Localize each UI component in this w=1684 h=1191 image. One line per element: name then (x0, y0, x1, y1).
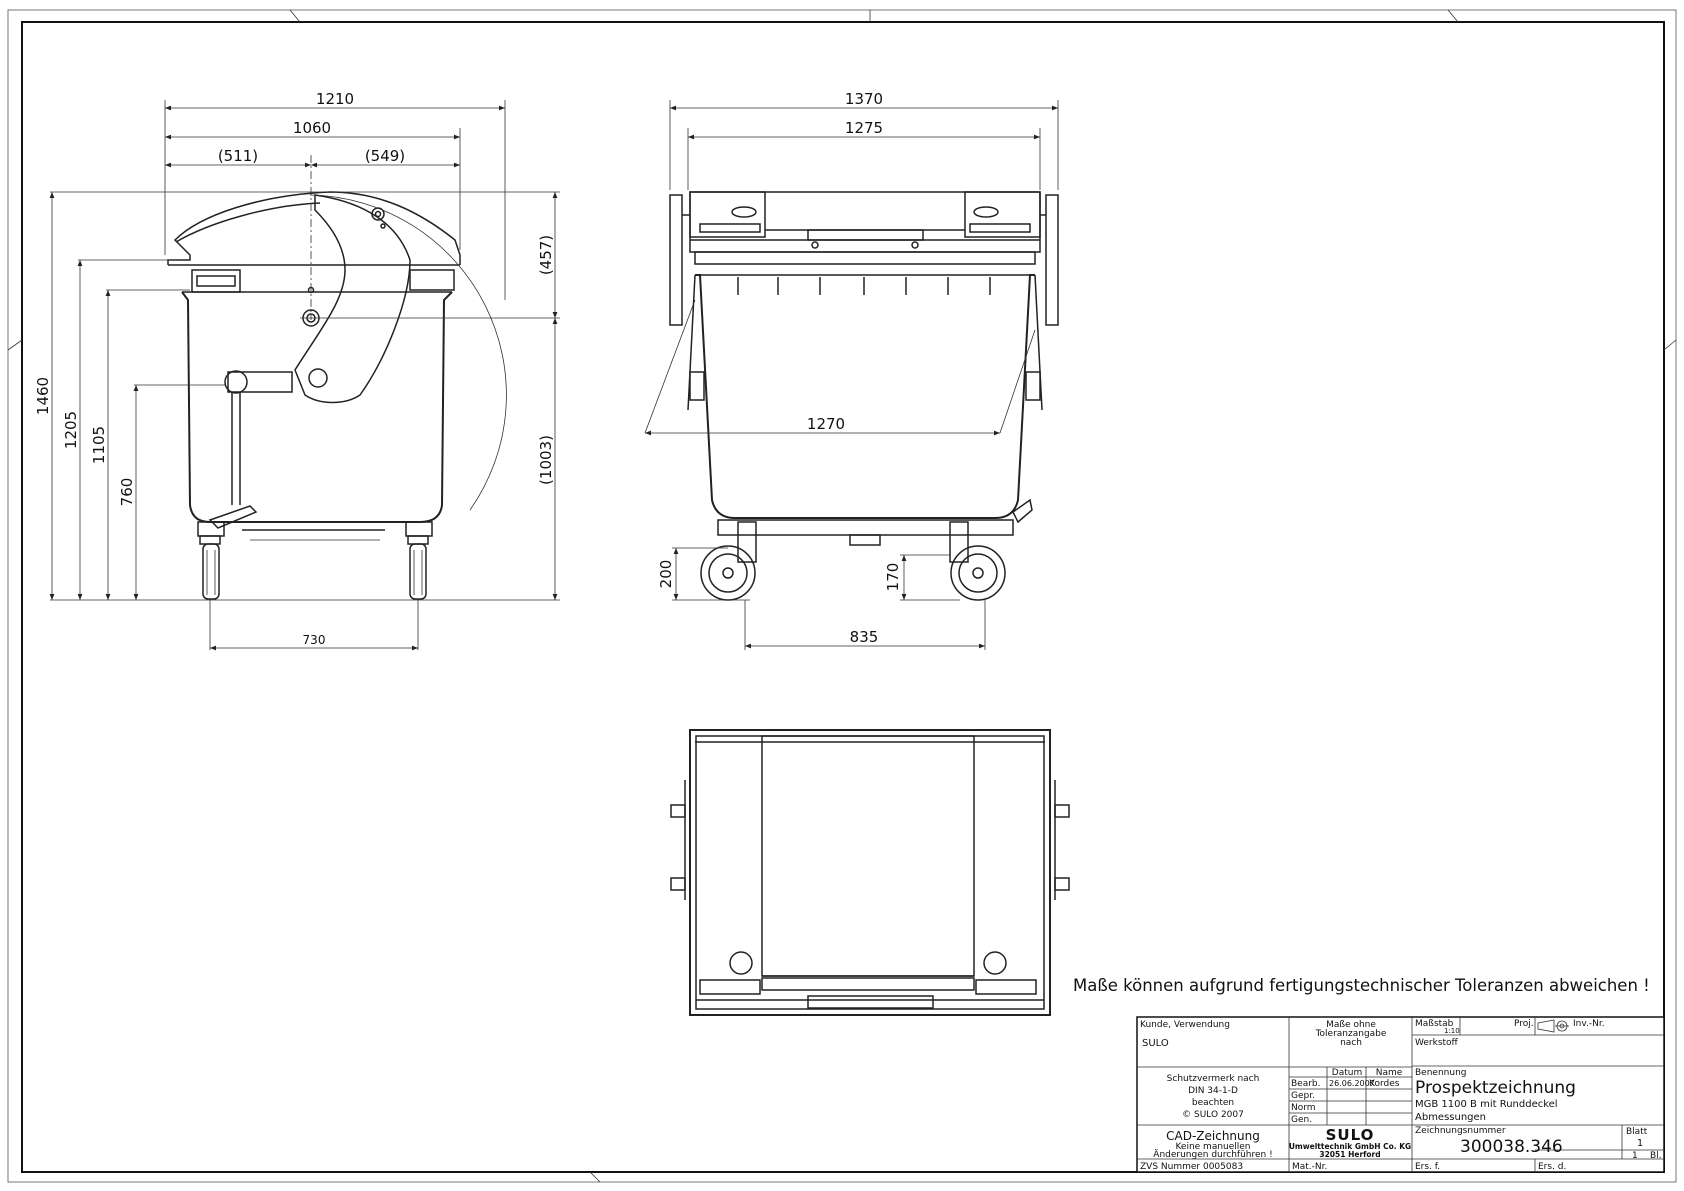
tb-blatt-value: 1 (1637, 1138, 1643, 1149)
tb-massstab-value: 1:10 (1444, 1027, 1460, 1035)
tb-bl-label: Bl. (1650, 1151, 1662, 1161)
tb-schutz-4: © SULO 2007 (1182, 1110, 1244, 1120)
tb-masse-ohne-3: nach (1340, 1038, 1362, 1048)
tb-company-2: 32051 Herford (1319, 1150, 1380, 1159)
tb-zeichnungsnummer: 300038.346 (1460, 1137, 1563, 1157)
tb-gen-label: Gen. (1291, 1115, 1312, 1125)
tb-inv-label: Inv.-Nr. (1573, 1019, 1605, 1029)
side-view-dimensions: 1210 1060 (511) (549) 730 1460 1205 1105… (34, 90, 560, 651)
dim-front-width-inner: 1270 (807, 415, 845, 433)
tb-matnr-label: Mat.-Nr. (1292, 1162, 1327, 1172)
tb-zvs: ZVS Nummer 0005083 (1140, 1162, 1243, 1172)
dim-side-height-rim: 1205 (62, 411, 80, 449)
tb-benennung-2: MGB 1100 B mit Runddeckel (1415, 1099, 1558, 1110)
tb-schutz-3: beachten (1192, 1098, 1234, 1108)
dim-side-wheelbase: 730 (303, 633, 326, 647)
side-view (167, 155, 560, 600)
tb-kunde-label: Kunde, Verwendung (1140, 1020, 1230, 1030)
dim-side-height-handle: 760 (118, 478, 136, 507)
top-view (670, 729, 1070, 1016)
tb-massstab-label: Maßstab (1415, 1019, 1454, 1029)
tb-werkstoff-label: Werkstoff (1415, 1038, 1459, 1048)
tb-bearb-label: Bearb. (1291, 1079, 1321, 1089)
tb-ersd-label: Ers. d. (1538, 1162, 1566, 1172)
tb-ersf-label: Ers. f. (1415, 1162, 1440, 1172)
dim-front-height-wheel: 170 (884, 563, 902, 592)
tb-cad-title: CAD-Zeichnung (1166, 1129, 1260, 1143)
tb-benennung-3: Abmessungen (1415, 1112, 1486, 1123)
dim-front-wheel-track: 835 (850, 628, 879, 646)
dim-side-width-total: 1210 (316, 90, 354, 108)
tolerance-note: Maße können aufgrund fertigungstechnisch… (1073, 976, 1650, 995)
company-logo: SULO (1326, 1126, 1375, 1144)
tb-bl-count: 1 (1632, 1151, 1638, 1161)
projection-symbol-icon (1537, 1019, 1569, 1033)
front-view-dimensions: 1370 1275 1270 835 200 170 (644, 90, 1059, 650)
tb-kunde-value: SULO (1142, 1038, 1169, 1049)
tb-cad-sub2: Änderungen durchführen ! (1153, 1149, 1272, 1160)
dim-side-height-hinge: 1105 (90, 426, 108, 464)
tb-datum-label: Datum (1332, 1068, 1362, 1078)
tb-schutz-1: Schutzvermerk nach (1167, 1074, 1260, 1084)
tb-norm-label: Norm (1291, 1103, 1316, 1113)
dim-side-radius-lower: (1003) (537, 435, 555, 485)
tb-masse-ohne-2: Toleranzangabe (1315, 1029, 1387, 1039)
dim-side-width-left: (511) (218, 147, 258, 165)
front-view (669, 191, 1059, 601)
tb-gepr-label: Gepr. (1291, 1091, 1315, 1101)
dim-side-width-body: 1060 (293, 119, 331, 137)
tb-masse-ohne-1: Maße ohne (1326, 1020, 1376, 1030)
tb-cad-sub1: Keine manuellen (1175, 1142, 1250, 1152)
tb-bearb-name: Kordes (1369, 1079, 1400, 1089)
tb-proj-label: Proj. (1514, 1019, 1534, 1029)
tb-schutz-2: DIN 34-1-D (1188, 1086, 1238, 1096)
sheet-border (7, 9, 1677, 1183)
tb-benennung-1: Prospektzeichnung (1415, 1078, 1576, 1098)
dim-side-lid-radius: (457) (537, 235, 555, 275)
dim-side-height-total: 1460 (34, 377, 52, 415)
title-block: Kunde, Verwendung SULO Maße ohne Toleran… (1136, 1016, 1665, 1173)
dim-front-height-pedal: 200 (657, 560, 675, 589)
tb-bearb-date: 26.06.2007 (1329, 1079, 1375, 1088)
dim-side-width-right: (549) (365, 147, 405, 165)
tb-zeichnungsnummer-label: Zeichnungsnummer (1415, 1126, 1506, 1136)
dim-front-width-body: 1275 (845, 119, 883, 137)
tb-company-1: Umwelttechnik GmbH Co. KG (1289, 1142, 1411, 1151)
dim-front-width-total: 1370 (845, 90, 883, 108)
tb-blatt-label: Blatt (1626, 1127, 1648, 1137)
tb-benennung-label: Benennung (1415, 1068, 1466, 1078)
tb-name-label: Name (1376, 1068, 1403, 1078)
